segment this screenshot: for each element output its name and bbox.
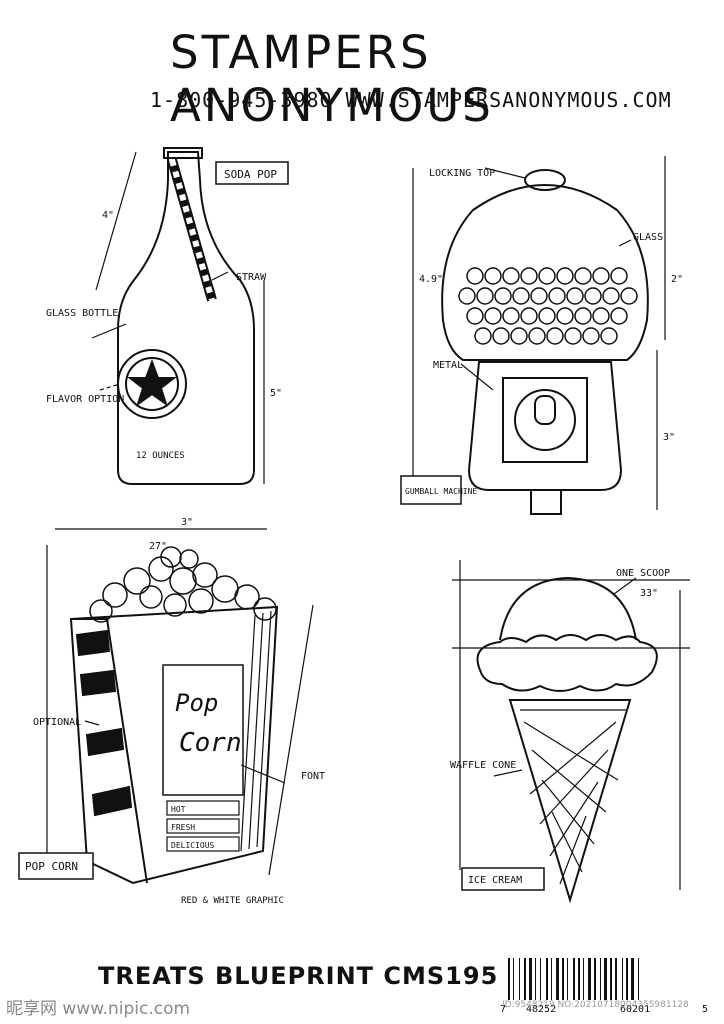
locking-top-label: LOCKING TOP xyxy=(429,168,495,179)
popcorn-box-illustration: Pop Corn HOT FRESH DELICIOUS OPTIONAL FO… xyxy=(18,517,325,906)
gumball-dim-base: 3" xyxy=(663,432,675,443)
barcode-bar xyxy=(524,958,526,1000)
glass-label: GLASS xyxy=(633,232,663,243)
flavor-option-label: FLAVOR OPTION xyxy=(46,394,124,405)
barcode-bar xyxy=(535,958,536,1000)
barcode-bar xyxy=(622,958,623,1000)
barcode-bar xyxy=(594,958,596,1000)
popcorn-dim-width: 3" xyxy=(181,517,193,528)
popcorn-dim-angle: 27" xyxy=(149,541,167,552)
barcode-bar xyxy=(513,958,514,1000)
barcode-bar xyxy=(562,958,564,1000)
gumball-machine-illustration: LOCKING TOP GLASS METAL GUMBALL MACHINE … xyxy=(400,156,683,515)
icecream-tag-label: ICE CREAM xyxy=(468,875,522,886)
one-scoop-label: ONE SCOOP xyxy=(616,568,670,579)
watermark-site: 昵享网 www.nipic.com xyxy=(6,999,191,1019)
barcode-digits-right: 60201 xyxy=(620,1004,650,1014)
barcode-digits-left: 48252 xyxy=(526,1004,556,1014)
barcode-bar xyxy=(540,958,541,1000)
brand-title: STAMPERS ANONYMOUS xyxy=(170,26,494,132)
gumball-dim-height: 4.9" xyxy=(419,274,443,285)
soda-dim-height: 4" xyxy=(102,210,114,221)
barcode-digit-check: 5 xyxy=(702,1004,708,1014)
gumball-dim-dome: 2" xyxy=(671,274,683,285)
ice-cream-cone-illustration: ONE SCOOP WAFFLE CONE 33" ICE CREAM xyxy=(450,560,690,904)
barcode-bar xyxy=(578,958,580,1000)
barcode-bar xyxy=(604,958,607,1000)
barcode-bar xyxy=(567,958,568,1000)
barcode: 7 48252 60201 5 xyxy=(500,958,712,1015)
barcode-bar xyxy=(631,958,634,1000)
barcode-bar xyxy=(588,958,591,1000)
waffle-cone-label: WAFFLE CONE xyxy=(450,760,516,771)
barcode-bar xyxy=(546,958,548,1000)
barcode-bar xyxy=(573,958,575,1000)
popcorn-box-word-2: Corn xyxy=(179,728,242,758)
optional-label: OPTIONAL xyxy=(33,717,81,728)
barcode-digit-lead: 7 xyxy=(500,1004,506,1014)
watermark-id: ID:9548219 NO:20210718004355981128 xyxy=(502,1000,689,1010)
font-label: FONT xyxy=(301,771,325,782)
barcode-bar xyxy=(551,958,552,1000)
barcode-bars: 7 48252 60201 5 xyxy=(500,958,708,1015)
popcorn-box-word-1: Pop xyxy=(175,689,218,717)
straw-label: STRAW xyxy=(236,272,267,283)
soda-pop-illustration: SODA POP GLASS BOTTLE FLAVOR OPTION STRA… xyxy=(46,147,289,485)
metal-label: METAL xyxy=(433,360,463,371)
soda-dim-body: 5" xyxy=(270,388,282,399)
barcode-bar xyxy=(638,958,639,1000)
gumball-tag-label: GUMBALL MACHINE xyxy=(405,487,477,496)
barcode-bar xyxy=(508,958,510,1000)
barcode-bar xyxy=(556,958,559,1000)
glass-bottle-label: GLASS BOTTLE xyxy=(46,308,118,319)
barcode-bar xyxy=(600,958,601,1000)
popcorn-box-fresh: FRESH xyxy=(171,823,195,832)
barcode-bar xyxy=(610,958,612,1000)
soda-tag-label: SODA POP xyxy=(224,168,277,181)
barcode-bar xyxy=(626,958,628,1000)
popcorn-box-delicious: DELICIOUS xyxy=(171,841,215,850)
barcode-bar xyxy=(519,958,520,1000)
barcode-bar xyxy=(583,958,584,1000)
red-white-graphic-label: RED & WHITE GRAPHIC xyxy=(181,896,284,906)
product-name: TREATS BLUEPRINT CMS195 xyxy=(98,962,499,990)
popcorn-tag-label: POP CORN xyxy=(25,860,78,873)
popcorn-box-hot: HOT xyxy=(171,805,186,814)
barcode-bar xyxy=(615,958,617,1000)
barcode-bar xyxy=(529,958,532,1000)
ounces-label: 12 OUNCES xyxy=(136,451,185,461)
icecream-dim-angle: 33" xyxy=(640,588,658,599)
contact-line: 1-800-945-3980 WWW.STAMPERSANONYMOUS.COM xyxy=(150,88,672,112)
